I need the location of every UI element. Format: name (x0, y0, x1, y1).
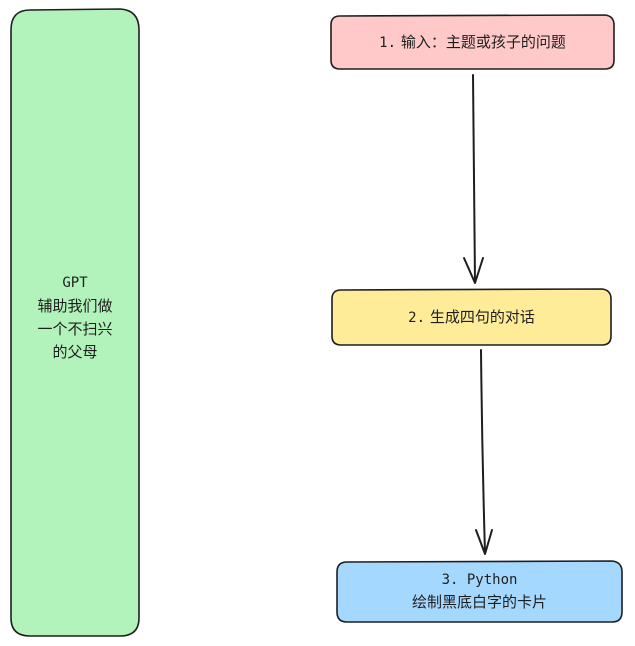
step-3-number: 3. Python (441, 572, 518, 588)
arrow-shaft (480, 349, 486, 554)
sidebar-line: 一个不扫兴 (37, 320, 113, 338)
step-2-label: 2. 生成四句的对话 (332, 306, 611, 329)
step-2-box (331, 288, 612, 346)
step-1-label: 1. 输入：主题或孩子的问题 (331, 31, 614, 54)
step-1-number: 1. (379, 35, 397, 51)
sidebar-title: GPT (62, 275, 88, 291)
step-3-label: 3. Python 绘制黑底白字的卡片 (337, 569, 622, 613)
step-2-number: 2. (408, 310, 426, 326)
arrow-step2-to-step3 (475, 349, 493, 555)
sidebar-panel (10, 8, 140, 637)
step-1-box (330, 14, 615, 70)
step-3-box (336, 560, 623, 623)
arrow-head (475, 529, 493, 555)
sidebar-line: 辅助我们做 (37, 297, 113, 315)
sidebar-label: GPT 辅助我们做 一个不扫兴 的父母 (11, 272, 139, 364)
step-2-text: 生成四句的对话 (429, 308, 535, 326)
step-1-text: 输入：主题或孩子的问题 (400, 33, 566, 51)
arrow-step1-to-step2 (463, 74, 484, 284)
sidebar-line: 的父母 (52, 343, 98, 361)
arrow-shaft (472, 74, 476, 283)
arrow-head (463, 257, 484, 284)
step-3-text: 绘制黑底白字的卡片 (411, 593, 547, 611)
